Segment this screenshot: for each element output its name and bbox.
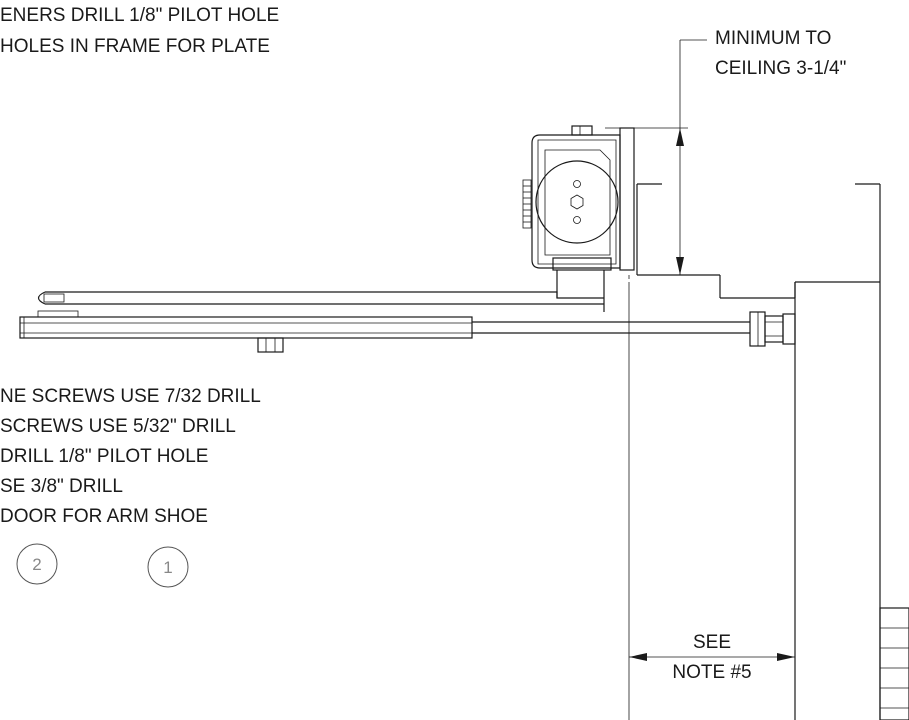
- bottom-note-line-2: SCREWS USE 5/32" DRILL: [0, 416, 236, 437]
- pinion-circle: [535, 160, 619, 244]
- arm-shoe: [749, 311, 796, 347]
- callout-1: 1: [147, 546, 189, 588]
- top-note-line-2: HOLES IN FRAME FOR PLATE: [0, 36, 270, 57]
- see-note-dimension: [629, 653, 795, 661]
- arm-nut: [257, 337, 284, 353]
- callout-1-label: 1: [163, 558, 172, 577]
- callout-2: 2: [16, 543, 58, 585]
- bottom-note-line-5: DOOR FOR ARM SHOE: [0, 506, 208, 527]
- see-note-line-2: NOTE #5: [672, 662, 751, 683]
- bottom-note-line-1: NE SCREWS USE 7/32 DRILL: [0, 386, 261, 407]
- main-arm: [37, 291, 605, 312]
- callout-2-label: 2: [32, 555, 41, 574]
- door-leaf: [794, 282, 881, 720]
- ceiling-label-line-1: MINIMUM TO: [715, 28, 831, 49]
- see-note-line-1: SEE: [693, 632, 731, 653]
- door-frame-profile: [636, 183, 881, 299]
- bottom-note-line-3: DRILL 1/8" PILOT HOLE: [0, 446, 208, 467]
- closer-adjust-knurl: [522, 179, 532, 229]
- forearm: [19, 310, 750, 353]
- hinge: [879, 607, 909, 720]
- ceiling-dimension-line: [605, 40, 688, 275]
- closer-body: [522, 125, 635, 312]
- hex-spindle-icon: [570, 194, 584, 210]
- bottom-note-line-4: SE 3/8" DRILL: [0, 476, 123, 497]
- ceiling-label-line-2: CEILING 3-1/4": [715, 58, 846, 79]
- top-note-line-1: ENERS DRILL 1/8" PILOT HOLE: [0, 5, 279, 26]
